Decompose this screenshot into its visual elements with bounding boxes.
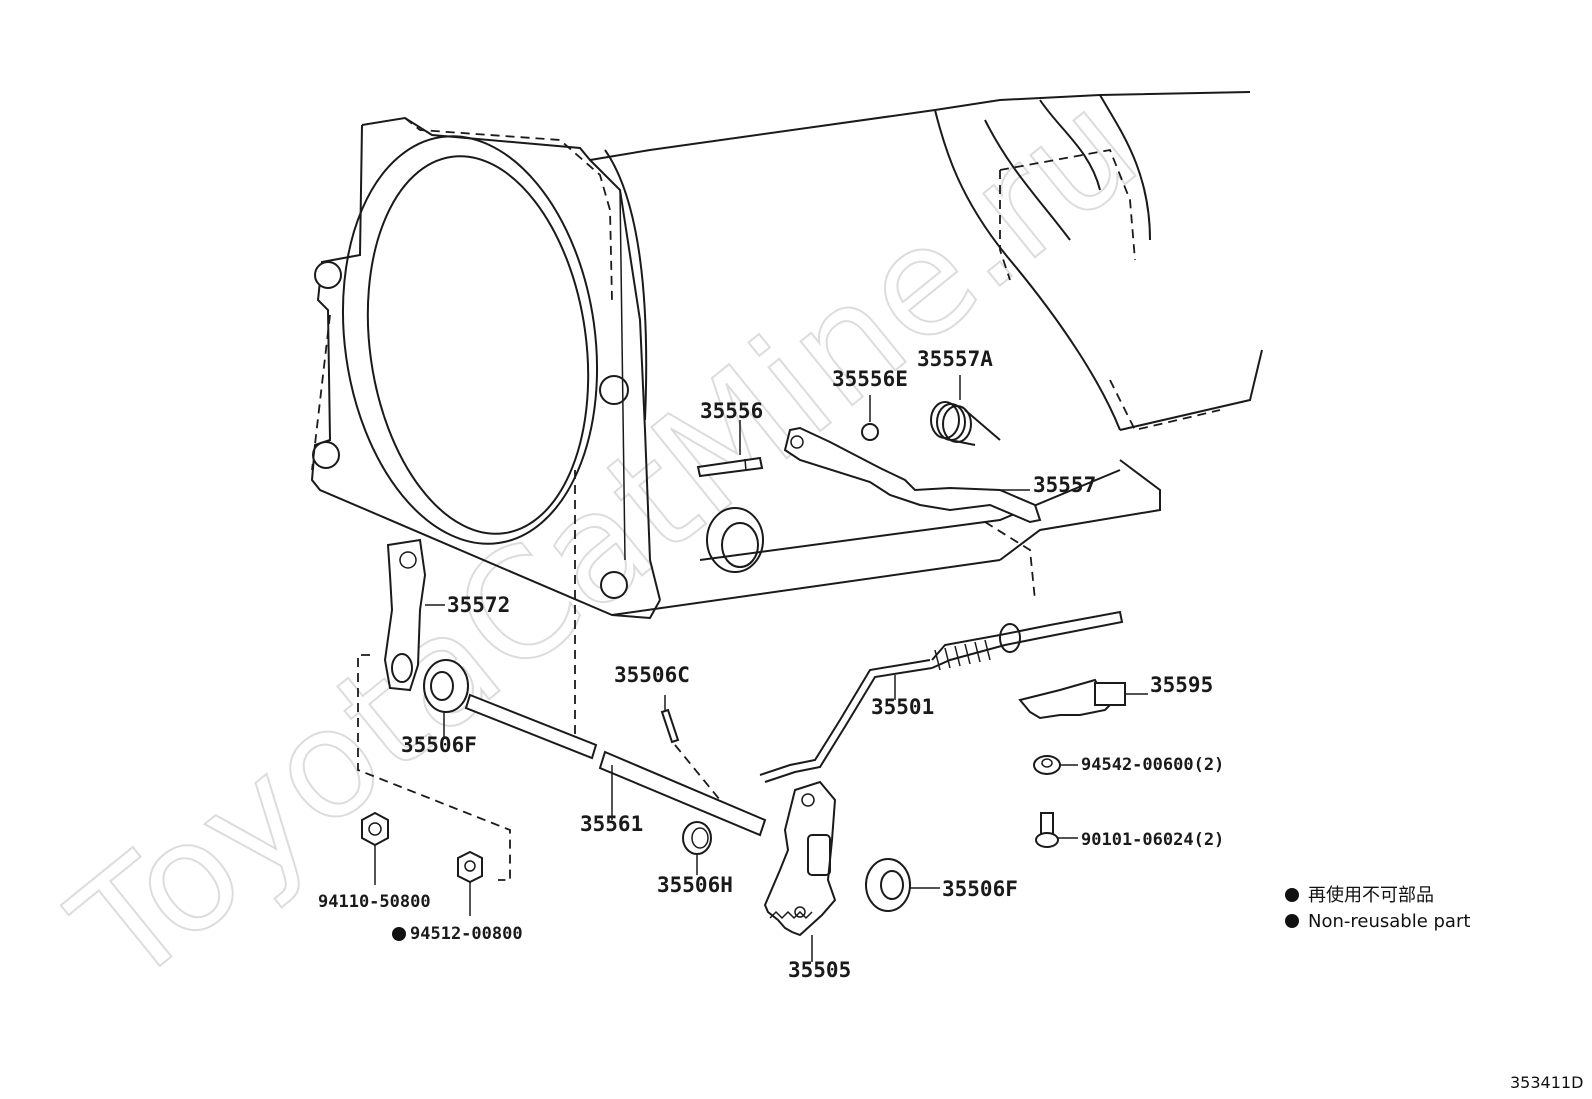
- part-35556-pin: [696, 420, 764, 478]
- part-90101-bolt: [1035, 812, 1078, 848]
- label-35505: 35505: [788, 958, 851, 982]
- label-35595: 35595: [1150, 673, 1213, 697]
- legend-english: Non-reusable part: [1308, 911, 1470, 932]
- part-35557-plate: [783, 426, 1042, 524]
- label-35556E: 35556E: [832, 367, 908, 391]
- label-35572: 35572: [447, 593, 510, 617]
- label-35506F-right: 35506F: [942, 877, 1018, 901]
- part-35506F-seal-right: [865, 858, 940, 912]
- label-94110-50800: 94110-50800: [318, 892, 431, 912]
- legend: 再使用不可部品 Non-reusable part: [1285, 885, 1470, 932]
- part-35501-rod: [759, 610, 1124, 783]
- part-35506H-bushing: [682, 821, 712, 875]
- part-94110-nut: [361, 811, 389, 885]
- part-35506C-pin: [660, 695, 721, 801]
- part-94512-washer: [457, 850, 483, 916]
- label-94542-00600: 94542-00600(2): [1081, 755, 1224, 775]
- part-35572-lever: [383, 538, 445, 692]
- label-35557A: 35557A: [917, 347, 993, 371]
- part-35505-detent-plate: [763, 780, 837, 962]
- legend-japanese: 再使用不可部品: [1308, 885, 1434, 906]
- label-35501: 35501: [871, 695, 934, 719]
- part-35595-switch: [1018, 678, 1148, 720]
- label-35556: 35556: [700, 399, 763, 423]
- legend-bullet-en: [1285, 914, 1299, 928]
- label-35506H: 35506H: [657, 873, 733, 897]
- label-94512-00800: 94512-00800: [410, 924, 523, 944]
- label-35561: 35561: [580, 812, 643, 836]
- non-reusable-marker: [392, 927, 406, 941]
- legend-bullet-jp: [1285, 888, 1299, 902]
- transmission-housing: [310, 91, 1263, 740]
- label-90101-06024: 90101-06024(2): [1081, 830, 1224, 850]
- part-35557A-spring: [930, 375, 1001, 446]
- part-35506F-seal-left: [423, 659, 469, 738]
- part-94542-washer: [1033, 755, 1078, 775]
- label-35506C: 35506C: [614, 663, 690, 687]
- part-35556E-clip: [861, 395, 879, 441]
- reference-code: 353411D: [1510, 1073, 1583, 1092]
- label-35506F-left: 35506F: [401, 733, 477, 757]
- label-35557: 35557: [1033, 473, 1096, 497]
- part-35561-shaft: [464, 693, 767, 837]
